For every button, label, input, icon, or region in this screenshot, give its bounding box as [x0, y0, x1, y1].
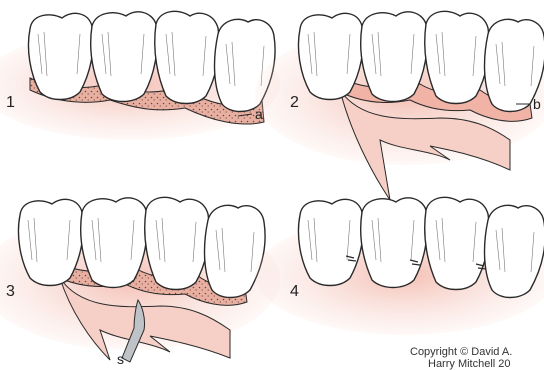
panel-1 — [0, 11, 280, 140]
copyright-notice: Copyright © David A. Harry Mitchell 20 — [410, 346, 512, 370]
panel-3 — [0, 197, 280, 362]
copyright-line-2: Harry Mitchell 20 — [410, 358, 512, 370]
label-b: b — [533, 96, 541, 112]
label-a: a — [255, 106, 263, 122]
label-s: s — [117, 351, 124, 367]
panel-1-number: 1 — [6, 94, 15, 112]
panel-4 — [255, 197, 544, 335]
copyright-line-1: Copyright © David A. — [410, 346, 512, 358]
panel-2-number: 2 — [290, 94, 299, 112]
panel-4-number: 4 — [290, 283, 299, 301]
panel-3-number: 3 — [6, 283, 15, 301]
